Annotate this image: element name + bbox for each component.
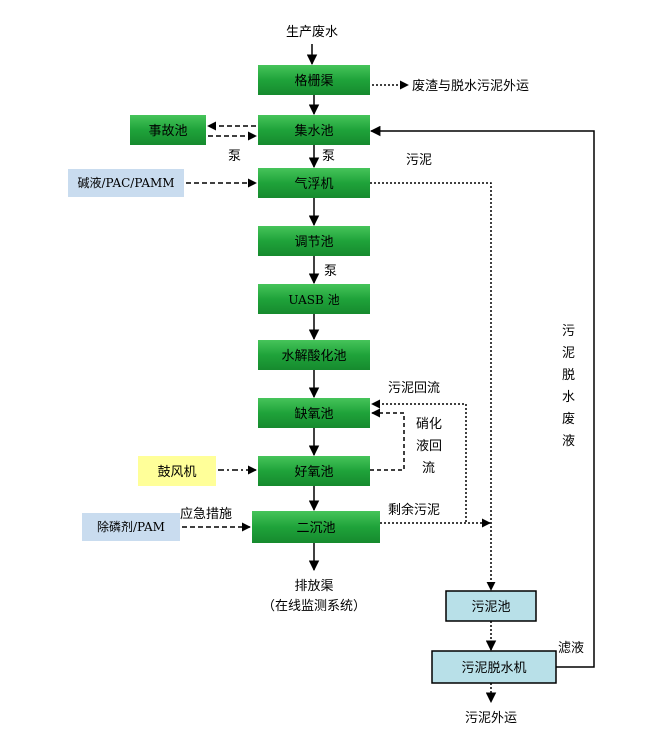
dewater-wastewater-char: 脱 (562, 368, 575, 383)
pump-label-2: 泵 (322, 149, 335, 164)
screen-label: 格栅渠 (294, 73, 333, 89)
sludge-tank-label: 污泥池 (471, 600, 510, 615)
dewater-wastewater-label: 污 泥 脱 水 废 液 (562, 324, 575, 449)
collection-label: 集水池 (294, 123, 333, 139)
pump-label-1: 泵 (228, 149, 241, 164)
uasb-label: UASB 池 (288, 293, 339, 307)
dashed-flow-arrows (182, 80, 496, 591)
dewater-wastewater-char: 泥 (562, 346, 575, 361)
sludge-tank-box: 污泥池 (445, 590, 537, 622)
pump-label-3: 泵 (324, 264, 337, 279)
discharge-label: 排放渠 (294, 579, 333, 594)
arrow-nitrate-return (370, 408, 405, 471)
aerobic-box: 好氧池 (258, 456, 370, 486)
screen-box: 格栅渠 (258, 65, 370, 95)
dewater-wastewater-char: 废 (562, 411, 575, 427)
waste-output-label: 废渣与脱水污泥外运 (412, 78, 529, 94)
hydrolysis-box: 水解酸化池 (258, 340, 370, 370)
arrow-flotation-sludge (370, 182, 496, 591)
secondary-clarifier-box: 二沉池 (252, 511, 380, 543)
chemicals-1-box: 碱液/PAC/PAMM (68, 169, 184, 197)
blower-box: 鼓风机 (138, 456, 216, 486)
discharge-monitor-label: （在线监测系统） (262, 599, 366, 614)
dewater-box: 污泥脱水机 (431, 650, 557, 684)
anoxic-label: 缺氧池 (294, 407, 333, 422)
flotation-box: 气浮机 (258, 168, 370, 198)
hydrolysis-label: 水解酸化池 (281, 349, 346, 364)
dewater-label: 污泥脱水机 (461, 661, 526, 676)
dewater-wastewater-char: 污 (562, 324, 575, 339)
flotation-label: 气浮机 (294, 176, 333, 192)
dewater-wastewater-char: 水 (562, 390, 575, 405)
anoxic-box: 缺氧池 (258, 398, 370, 428)
arrow-dewater-return (369, 125, 595, 668)
source-label: 生产废水 (286, 24, 338, 40)
regulation-box: 调节池 (258, 226, 370, 256)
accident-label: 事故池 (148, 124, 187, 139)
dewater-wastewater-char: 液 (562, 434, 575, 449)
chemicals-2-label: 除磷剂/PAM (97, 519, 165, 534)
nitrate-return-line-3: 流 (422, 461, 435, 476)
nitrate-return-line-1: 硝化 (416, 417, 442, 432)
aerobic-label: 好氧池 (294, 465, 333, 480)
emergency-label: 应急措施 (180, 506, 232, 522)
nitrate-return-line-2: 液回 (416, 439, 442, 454)
regulation-label: 调节池 (294, 235, 333, 250)
chemicals-2-box: 除磷剂/PAM (82, 513, 180, 541)
main-flow-arrows (306, 44, 595, 704)
chemicals-1-label: 碱液/PAC/PAMM (77, 175, 174, 190)
blower-label: 鼓风机 (157, 465, 196, 480)
accident-box: 事故池 (130, 115, 206, 145)
arrow-sludge-return (371, 399, 467, 522)
secondary-label: 二沉池 (296, 521, 335, 536)
uasb-box: UASB 池 (258, 284, 370, 314)
excess-sludge-label: 剩余污泥 (388, 502, 440, 518)
sludge-out-label: 污泥外运 (465, 711, 517, 726)
sludge-label: 污泥 (406, 153, 432, 168)
filtrate-label: 滤液 (558, 641, 584, 656)
sludge-return-label: 污泥回流 (388, 381, 440, 396)
collection-box: 集水池 (258, 115, 370, 145)
